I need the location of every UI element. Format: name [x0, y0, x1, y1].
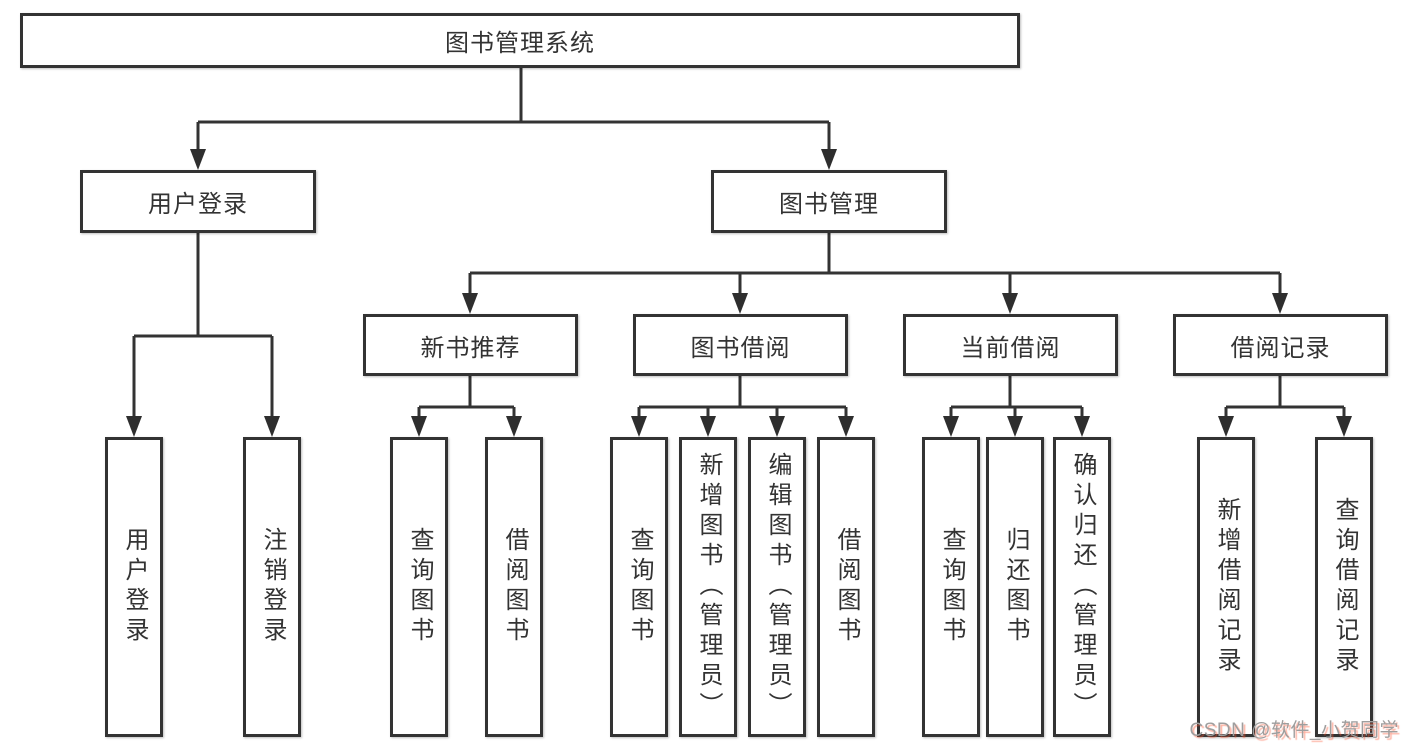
connector-root-to-level2: [196, 68, 831, 152]
arrowhead: [821, 149, 837, 170]
node-book-management: 图书管理: [711, 170, 947, 233]
leaf-query-books-borrow: 查询图书: [610, 437, 668, 737]
connector-borrow-to-leaves: [637, 376, 848, 420]
connector-newbooks-to-leaves: [417, 376, 516, 420]
leaf-label: 查询图书: [626, 527, 653, 647]
connector-records-to-leaves: [1224, 376, 1346, 420]
leaf-borrow-books-recommend: 借阅图书: [485, 437, 543, 737]
arrowhead: [838, 416, 854, 437]
leaf-label: 新增图书（管理员）: [695, 452, 722, 722]
csdn-watermark: CSDN @软件_小贺同学: [1189, 720, 1399, 741]
arrowhead: [732, 293, 748, 314]
arrowhead: [190, 149, 206, 170]
node-label: 当前借阅: [960, 334, 1061, 362]
leaf-add-books-admin: 新增图书（管理员）: [679, 437, 737, 737]
leaf-label: 用户登录: [121, 527, 148, 647]
arrowhead: [264, 416, 280, 437]
node-book-borrowing: 图书借阅: [633, 314, 848, 376]
arrowhead: [1218, 416, 1234, 437]
node-label: 用户登录: [148, 191, 248, 218]
arrowhead: [126, 416, 142, 437]
leaf-label: 查询图书: [938, 527, 965, 647]
node-new-book-recommend: 新书推荐: [363, 314, 578, 376]
leaf-user-login: 用户登录: [105, 437, 163, 737]
node-label: 借阅记录: [1230, 334, 1331, 362]
arrowhead: [1336, 416, 1352, 437]
node-root-system: 图书管理系统: [20, 13, 1020, 68]
connector-login-to-leaves: [132, 233, 274, 419]
leaf-label: 借阅图书: [501, 527, 528, 647]
arrowhead: [1272, 293, 1288, 314]
node-user-login: 用户登录: [80, 170, 316, 233]
leaf-edit-books-admin: 编辑图书（管理员）: [748, 437, 806, 737]
leaf-label: 编辑图书（管理员）: [764, 452, 791, 722]
arrowhead: [943, 416, 959, 437]
node-current-borrowing: 当前借阅: [903, 314, 1118, 376]
leaf-label: 查询图书: [406, 527, 433, 647]
arrowhead: [506, 416, 522, 437]
node-label: 新书推荐: [420, 334, 521, 362]
arrowhead: [700, 416, 716, 437]
arrowhead: [1074, 416, 1090, 437]
arrowhead: [1007, 416, 1023, 437]
leaf-add-borrow-record: 新增借阅记录: [1197, 437, 1255, 737]
node-borrowing-records: 借阅记录: [1173, 314, 1388, 376]
leaf-label: 注销登录: [259, 527, 286, 647]
leaf-query-borrow-record: 查询借阅记录: [1315, 437, 1373, 737]
node-label: 图书管理: [779, 191, 879, 218]
arrowhead: [1002, 293, 1018, 314]
leaf-label: 新增借阅记录: [1213, 497, 1240, 677]
leaf-label: 归还图书: [1002, 527, 1029, 647]
arrowhead: [769, 416, 785, 437]
leaf-borrow-books: 借阅图书: [817, 437, 875, 737]
arrowhead: [411, 416, 427, 437]
leaf-return-books: 归还图书: [986, 437, 1044, 737]
leaf-label: 借阅图书: [833, 527, 860, 647]
node-root-label: 图书管理系统: [445, 30, 595, 57]
connector-mgmt-to-level3: [468, 233, 1282, 296]
connector-current-to-leaves: [949, 376, 1084, 420]
arrowhead: [631, 416, 647, 437]
leaf-confirm-return-admin: 确认归还（管理员）: [1053, 437, 1111, 737]
leaf-query-books-current: 查询图书: [922, 437, 980, 737]
arrowhead: [462, 293, 478, 314]
leaf-label: 查询借阅记录: [1331, 497, 1358, 677]
node-label: 图书借阅: [690, 334, 791, 362]
leaf-label: 确认归还（管理员）: [1069, 452, 1096, 722]
leaf-query-books-recommend: 查询图书: [390, 437, 448, 737]
leaf-logout: 注销登录: [243, 437, 301, 737]
